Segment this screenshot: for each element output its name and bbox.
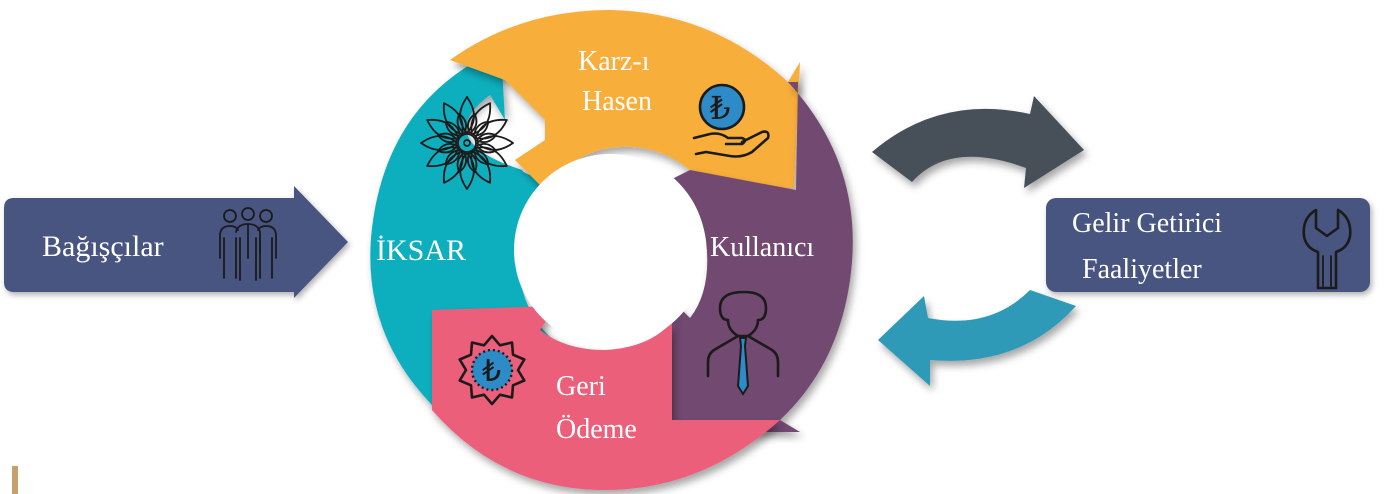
badge-coin-symbol: ₺	[482, 355, 501, 388]
income-box-shape	[1046, 198, 1370, 292]
corner-mark	[12, 466, 18, 494]
curved-arrow-top-shape	[872, 96, 1084, 188]
coin-symbol: ₺	[709, 90, 730, 126]
income-label-line2: Faaliyetler	[1082, 254, 1202, 285]
income-label-line1: Gelir Getirici	[1072, 208, 1222, 239]
flower-inner-petal	[444, 120, 461, 137]
segment-repay-shape	[432, 300, 780, 491]
flower-inner-petal	[437, 143, 459, 154]
flower-inner-petal	[473, 120, 490, 137]
flower-inner-petal	[475, 143, 497, 154]
flower-inner-petal	[437, 132, 459, 143]
flower-inner-petal	[456, 113, 467, 135]
segment-user-shape	[670, 82, 853, 432]
flower-ornament-icon	[420, 96, 514, 190]
curved-arrow-bottom	[878, 290, 1076, 386]
segment-karz	[450, 10, 800, 190]
badge-outline	[458, 334, 526, 406]
curved-arrow-top	[872, 96, 1084, 188]
coin-badge-icon: ₺	[458, 334, 526, 406]
flower-inner-petal	[467, 151, 478, 173]
donors-label: Bağışçılar	[42, 230, 164, 263]
flower-petal	[442, 102, 464, 136]
segment-user	[670, 82, 853, 432]
coin	[698, 83, 746, 131]
user-label: Kullanıcı	[710, 232, 814, 263]
flower-inner-petal	[456, 151, 467, 173]
flower-inner-petal	[473, 149, 490, 166]
person-tie-icon	[706, 290, 780, 396]
loan-label-line1: Karz-ı	[578, 46, 650, 77]
loan-label-line2: Hasen	[582, 86, 652, 117]
segment-karz-shape	[450, 10, 800, 190]
tie	[736, 337, 750, 396]
wrench-icon	[1302, 208, 1352, 290]
flower-inner-petal	[444, 149, 461, 166]
flower-inner-petal	[475, 132, 497, 143]
donors-arrow	[4, 186, 348, 298]
hand-coin-icon: ₺	[692, 83, 770, 158]
segment-repay	[432, 300, 780, 491]
flower-inner-petal	[467, 113, 478, 135]
people-group-icon	[219, 207, 277, 281]
org-label: İKSAR	[376, 234, 466, 267]
cycle-center	[514, 154, 706, 346]
donors-arrow-shape	[4, 186, 348, 298]
repay-label-line1: Geri	[556, 371, 606, 402]
curved-arrow-bottom-shape	[878, 290, 1076, 386]
income-box	[1046, 198, 1370, 292]
repay-label-line2: Ödeme	[556, 414, 637, 445]
